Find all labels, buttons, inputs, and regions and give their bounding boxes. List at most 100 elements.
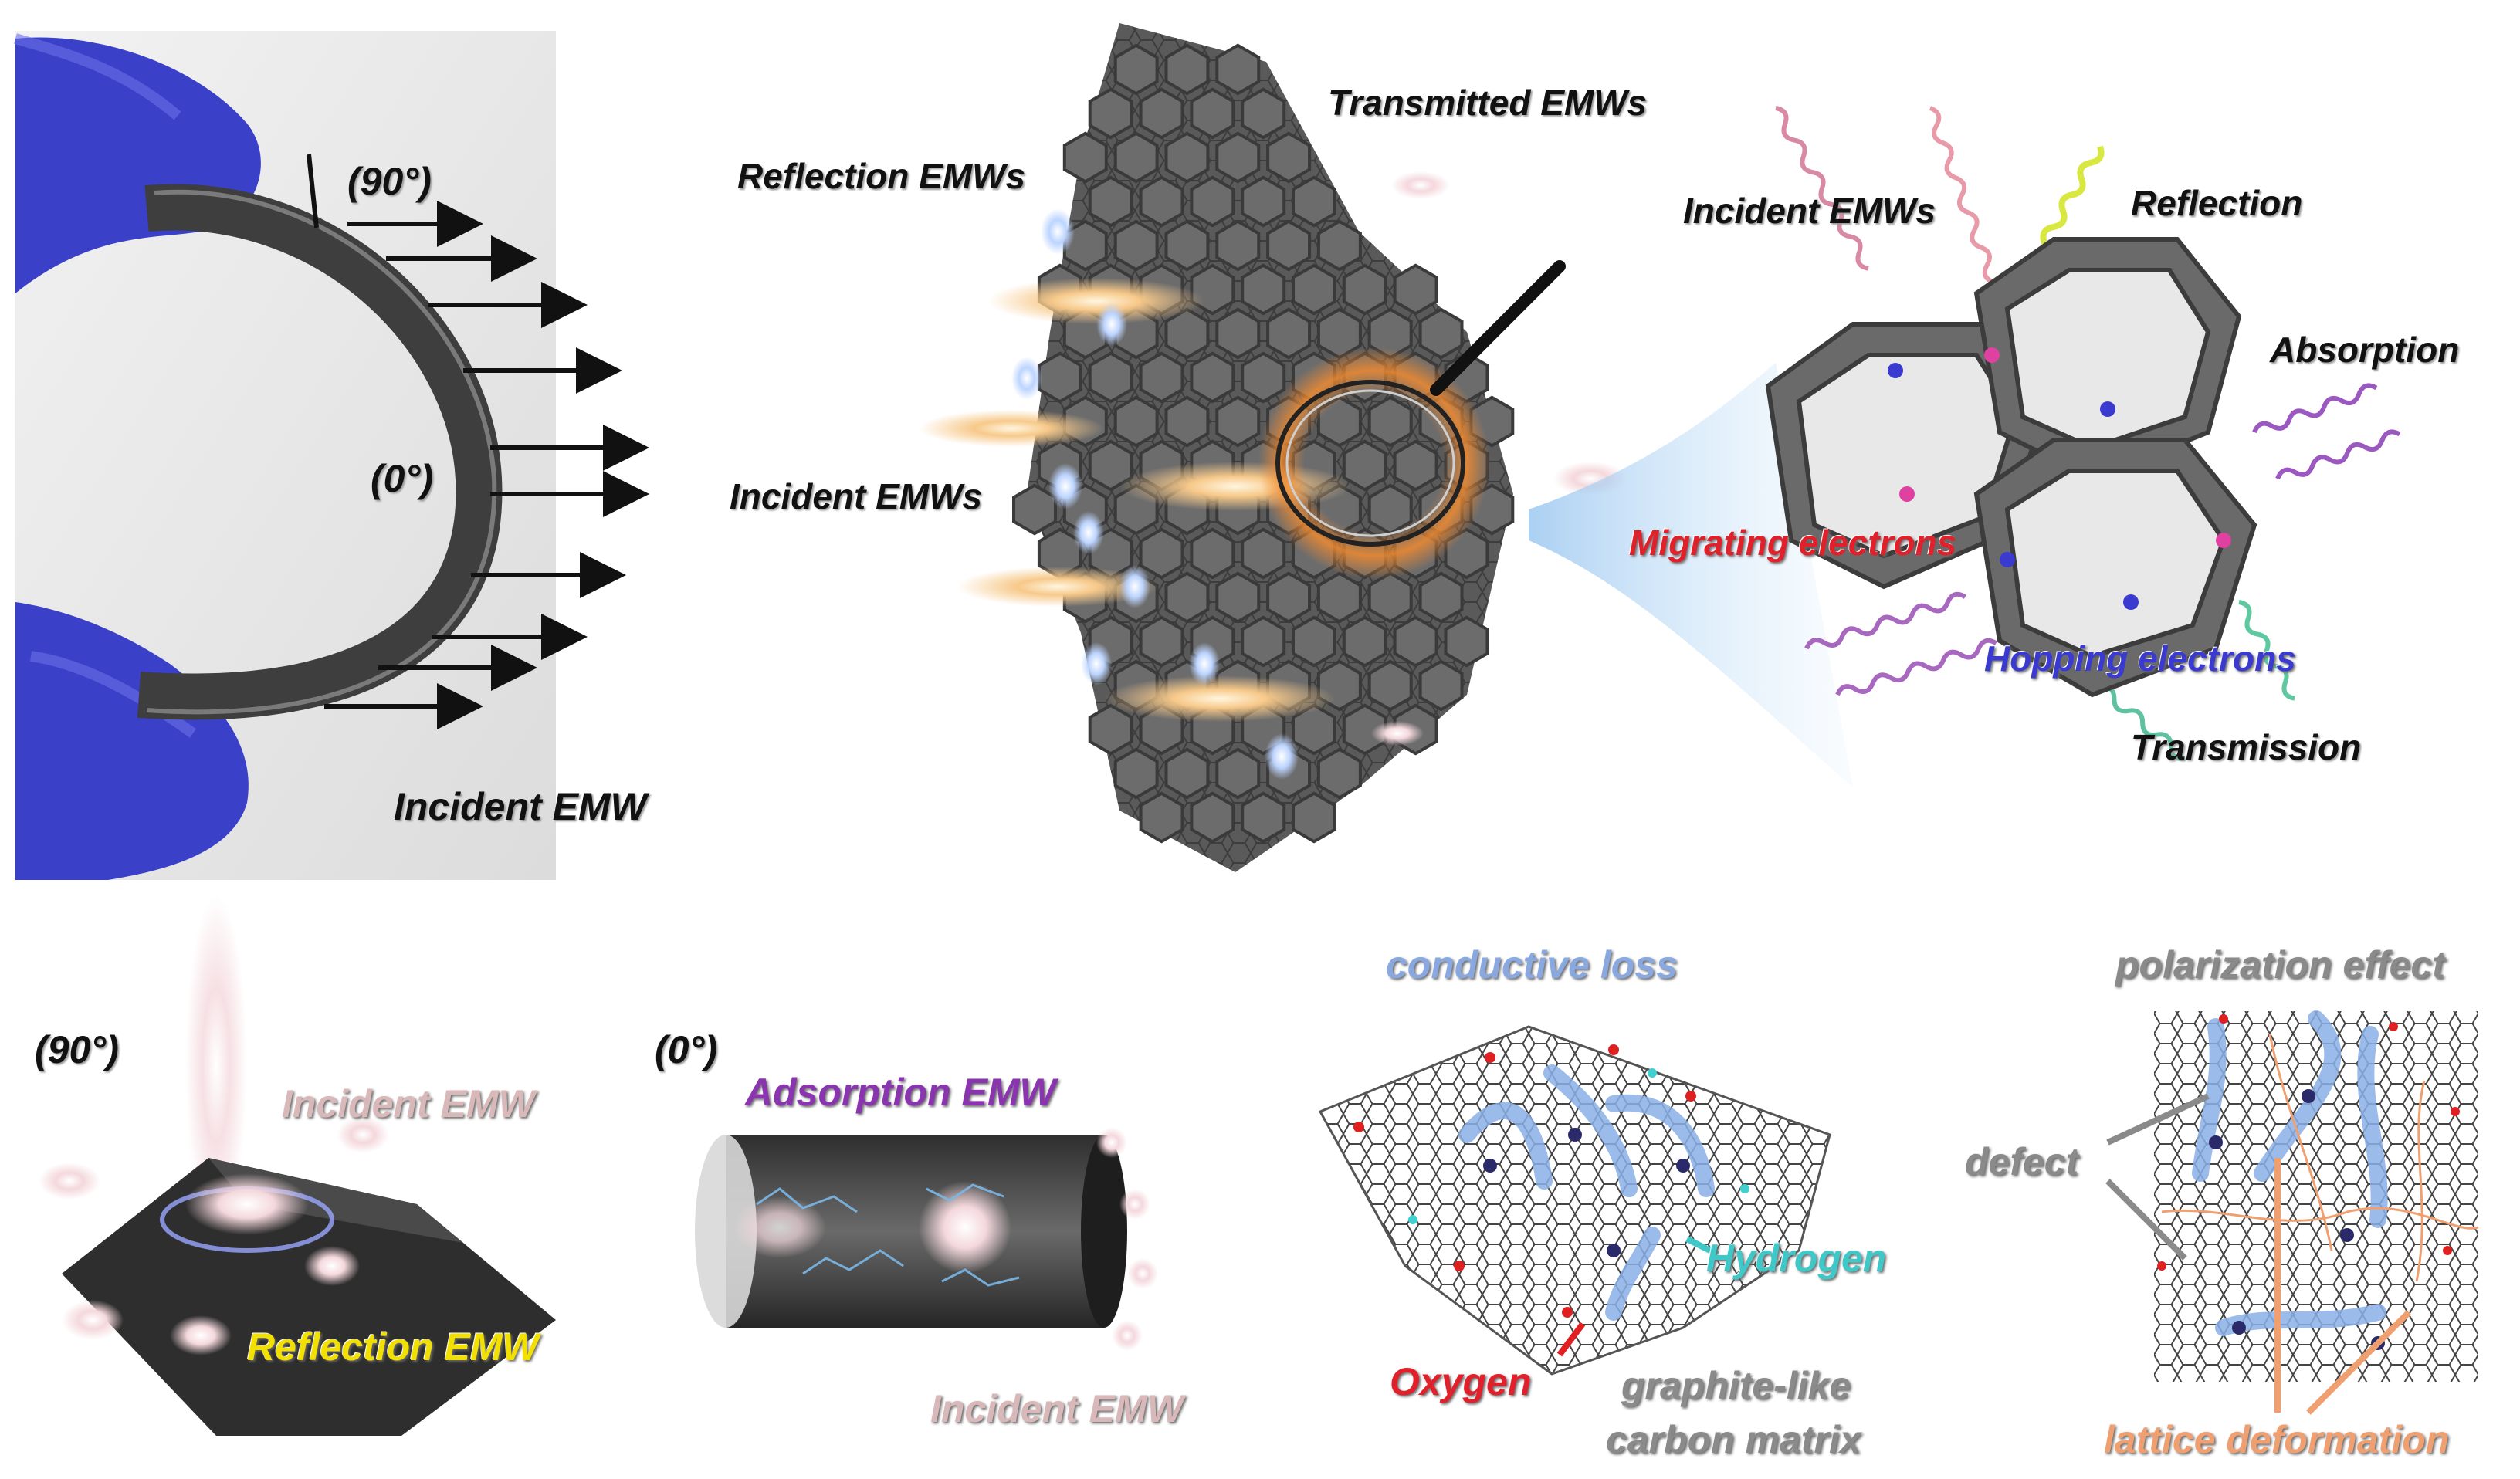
cell-absorption-label: Absorption (2270, 330, 2460, 370)
honeycomb-cell (1088, 703, 1133, 756)
honeycomb-cell (1316, 747, 1362, 800)
tube-0-adsorption-label: Adsorption EMW (745, 1071, 1056, 1114)
cell-transmission-label: Transmission (2131, 727, 2362, 767)
honeycomb-cell (1164, 747, 1210, 800)
honeycomb-cell (1342, 615, 1387, 668)
honeycomb-cell (1139, 351, 1184, 404)
honeycomb-cell (1012, 483, 1057, 536)
honeycomb-cell (1292, 791, 1336, 844)
honeycomb-cell (1190, 527, 1235, 580)
cell-incident-emws-label: Incident EMWs (1683, 191, 1936, 231)
honeycomb-cell (1215, 747, 1261, 800)
honeycomb-cell (1088, 87, 1133, 140)
honeycomb-cell (1393, 615, 1438, 668)
honeycomb-cell (1190, 791, 1235, 844)
tube-0-panel (695, 1127, 1158, 1351)
honeycomb-cell (1139, 791, 1184, 844)
honeycomb-cell (1292, 615, 1336, 668)
honeycomb-cell (1062, 219, 1108, 272)
honeycomb-cell (1139, 527, 1184, 580)
honeycomb-cell (1241, 615, 1286, 668)
honeycomb-cell (1316, 571, 1362, 624)
honeycomb-cell (1215, 307, 1261, 360)
honeycomb-cell (1139, 175, 1184, 228)
honeycomb-cell (1367, 659, 1413, 712)
matrix-label-line1: graphite-like (1621, 1364, 1851, 1407)
hydrogen-label: Hydrogen (1706, 1237, 1887, 1280)
hopping-electrons-label: Hopping electrons (1984, 638, 2296, 679)
honeycomb-cell (1062, 131, 1108, 184)
honeycomb-cell (1190, 351, 1235, 404)
honeycomb-cell (1418, 659, 1464, 712)
honeycomb-cell (1241, 351, 1286, 404)
cells-panel (1765, 106, 2401, 761)
cell-reflection-label: Reflection (2131, 183, 2303, 223)
honeycomb-cell (1190, 87, 1235, 140)
honeycomb-cell (1266, 131, 1312, 184)
honeycomb-cell (1418, 571, 1464, 624)
angle-0-label: (0°) (371, 457, 434, 500)
tube-0-incident-label: Incident EMW (930, 1387, 1184, 1430)
honeycomb-cell (1164, 571, 1210, 624)
honeycomb-cell (1037, 351, 1082, 404)
honeycomb-cell (1164, 131, 1210, 184)
tube-90-angle-label: (90°) (35, 1028, 119, 1071)
tube-0-angle-label: (0°) (655, 1028, 718, 1071)
oxygen-label: Oxygen (1390, 1360, 1532, 1403)
honeycomb-cell (1113, 747, 1159, 800)
migrating-electrons-label: Migrating electrons (1629, 523, 1957, 563)
honeycomb-cell (1367, 307, 1413, 360)
incident-emw-label: Incident EMW (394, 785, 647, 828)
tube-90-incident-label: Incident EMW (282, 1082, 535, 1125)
honeycomb-cell (1266, 219, 1312, 272)
honeycomb-cell (1113, 43, 1159, 96)
angle-90-label: (90°) (347, 160, 432, 203)
honeycomb-cell (1139, 615, 1184, 668)
honeycomb-cell (1393, 263, 1438, 316)
honeycomb-cell (1342, 263, 1387, 316)
honeycomb-cell (1215, 571, 1261, 624)
honeycomb-cell (1418, 307, 1464, 360)
honeycomb-cell (1367, 571, 1413, 624)
honeycomb-cell (1113, 131, 1159, 184)
honeycomb-cell (1113, 395, 1159, 448)
lattice-panel (2105, 1010, 2479, 1415)
honeycomb-cell (1164, 43, 1210, 96)
honeycomb-cell (1266, 571, 1312, 624)
honeycomb-cell (1266, 307, 1312, 360)
honeycomb-cell (1241, 175, 1286, 228)
honeycomb-cell (1241, 791, 1286, 844)
defect-label: defect (1965, 1140, 2079, 1183)
honeycomb-cell (1139, 87, 1184, 140)
honeycomb-cell (1316, 307, 1362, 360)
tube-90-reflection-label: Reflection EMW (247, 1325, 539, 1369)
transmitted-emws-label: Transmitted EMWs (1328, 83, 1648, 123)
tube-90-panel (39, 895, 556, 1436)
reflection-emws-label: Reflection EMWs (737, 156, 1026, 196)
honeycomb-cell (1241, 263, 1286, 316)
honeycomb-cell (1316, 219, 1362, 272)
incident-emws-label: Incident EMWs (730, 476, 983, 516)
honeycomb-cell (1215, 43, 1261, 96)
honeycomb-cell (1164, 395, 1210, 448)
honeycomb-cell (1164, 219, 1210, 272)
honeycomb-cell (1113, 219, 1159, 272)
conductive-loss-title: conductive loss (1386, 943, 1678, 987)
honeycomb-cell (1037, 527, 1082, 580)
honeycomb-cell (1215, 395, 1261, 448)
honeycomb-cell (1241, 527, 1286, 580)
graphene-sheet-panel (1318, 1025, 1831, 1376)
honeycomb-cell (1215, 131, 1261, 184)
honeycomb-cell (1190, 175, 1235, 228)
honeycomb-cell (1444, 615, 1489, 668)
honeycomb-cell (1241, 87, 1286, 140)
honeycomb-cell (1292, 263, 1336, 316)
honeycomb-panel (919, 23, 1853, 872)
lattice-deformation-label: lattice deformation (2104, 1418, 2450, 1461)
matrix-label-line2: carbon matrix (1606, 1418, 1861, 1461)
photo-panel (14, 31, 649, 880)
honeycomb-cell (1088, 351, 1133, 404)
honeycomb-cell (1215, 219, 1261, 272)
